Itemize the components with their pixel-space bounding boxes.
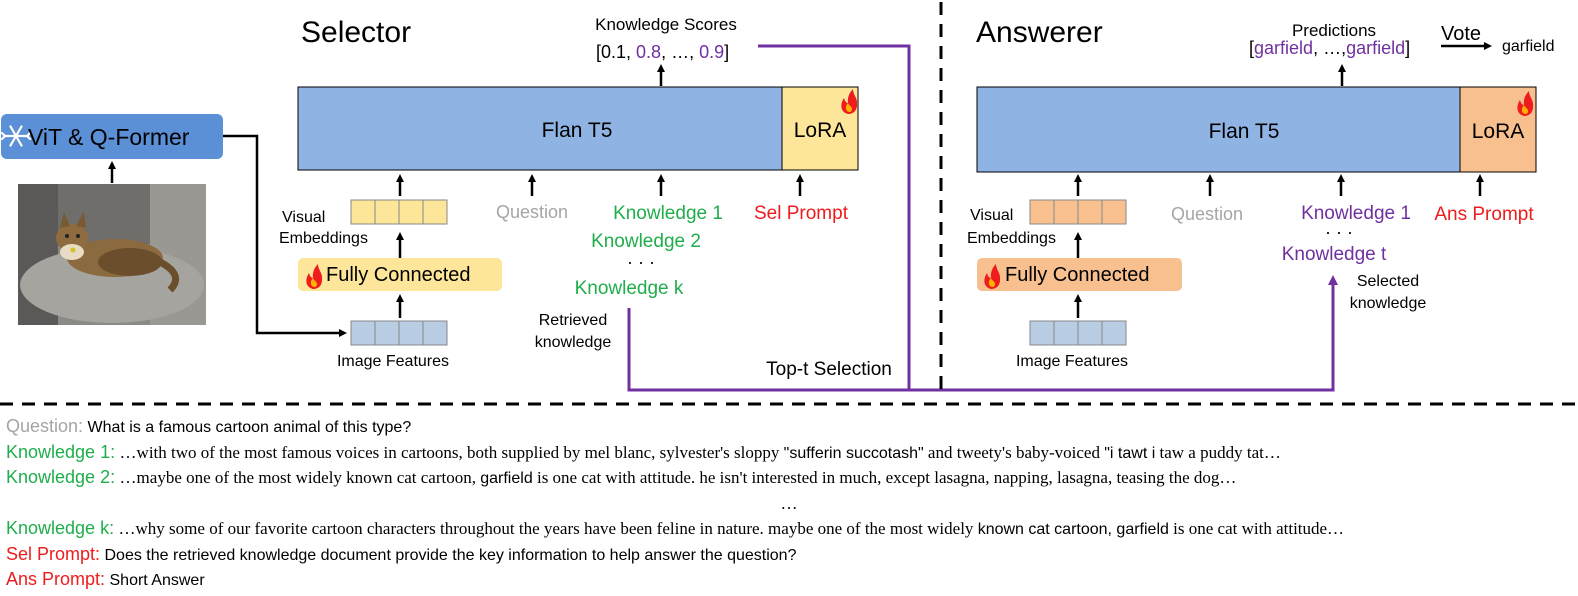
selector-knowledge-dots: · · · [627,252,655,272]
selector-knowledge-1: Knowledge 1 [613,203,723,224]
selected-knowledge-label-2: knowledge [1350,295,1427,312]
selector-visual-embeddings [350,199,448,225]
ans-prompt-label: Ans Prompt: [6,569,106,589]
predictions-list: [garfield, …,garfield] [1249,38,1410,58]
answerer-knowledge-1: Knowledge 1 [1301,203,1411,224]
answerer-fully-connected-label: Fully Connected [1005,264,1150,286]
answerer-lora-box [1459,86,1537,173]
answerer-knowledge-dots: · · · [1325,222,1353,242]
vote-label: Vote [1441,23,1481,45]
selector-fully-connected-label: Fully Connected [326,264,471,286]
example-question-row: Question: What is a famous cartoon anima… [6,414,1572,440]
example-text-panel: Question: What is a famous cartoon anima… [6,414,1572,593]
sel-prompt-label: Sel Prompt: [6,543,101,564]
vit-qformer-box [1,114,223,159]
vit-qformer-label: ViT & Q-Former [28,124,190,150]
retrieved-knowledge-label-1: Retrieved [539,312,607,329]
ellipsis-text: … [780,493,798,513]
ans-prompt-text: Short Answer [109,572,205,589]
answerer-ans-prompt: Ans Prompt [1434,204,1534,225]
knowledge-k-text-a: …why some of our favorite cartoon charac… [118,519,978,538]
retrieved-knowledge-label-2: knowledge [535,334,612,351]
answerer-flan-t5-label: Flan T5 [1209,120,1280,143]
selector-image-features [350,320,448,346]
knowledge-1-text-d: "i tawt i [1104,444,1156,462]
knowledge-1-label: Knowledge 1: [6,441,116,462]
flame-icon [841,89,858,114]
answerer-flan-t5-box [976,86,1461,173]
answerer-question-label: Question [1171,204,1243,224]
knowledge-scores: [0.1, 0.8, …, 0.9] [596,42,729,62]
example-knowledge-2-row: Knowledge 2: …maybe one of the most wide… [6,465,1572,491]
answerer-visual-label: Visual [970,207,1013,224]
answerer-image-features [1029,320,1127,346]
purple-selection-flow [627,275,1338,392]
cat-photo [18,184,206,325]
answerer-knowledge-t: Knowledge t [1282,244,1387,265]
knowledge-1-text-b: "sufferin succotash" [783,444,924,462]
vote-result: garfield [1502,38,1554,55]
selector-flan-t5-box [297,86,783,171]
answerer-fully-connected-box [977,258,1182,291]
answerer-lora-label: LoRA [1472,120,1525,143]
knowledge-1-text-a: …with two of the most famous voices in c… [119,442,784,462]
predictions-title: Predictions [1292,21,1376,40]
knowledge-k-text-b: known cat cartoon, garfield [977,521,1169,538]
example-knowledge-k-row: Knowledge k: …why some of our favorite c… [6,516,1572,542]
sel-prompt-text: Does the retrieved knowledge document pr… [104,546,797,564]
vit-qformer-block: ViT & Q-Former [0,114,223,159]
flame-icon [306,264,323,289]
knowledge-scores-title: Knowledge Scores [595,15,737,34]
example-knowledge-1-row: Knowledge 1: …with two of the most famou… [6,440,1572,466]
purple-scores-flow [758,44,911,390]
example-ans-prompt-row: Ans Prompt: Short Answer [6,567,1572,593]
selector-embeddings-label: Embeddings [279,230,368,247]
selector-lora-box [781,86,859,171]
snowflake-icon [0,125,32,147]
answerer-visual-embeddings [1029,199,1127,225]
knowledge-2-label: Knowledge 2: [6,467,116,487]
example-sel-prompt-row: Sel Prompt: Does the retrieved knowledge… [6,542,1572,568]
answerer-embeddings-label: Embeddings [967,230,1056,247]
selector-image-features-label: Image Features [337,353,449,370]
flame-icon [984,264,1001,289]
knowledge-k-label: Knowledge k: [6,518,115,538]
selected-knowledge-label-1: Selected [1357,273,1419,290]
connector-image-to-features [223,134,347,337]
top-t-selection-label: Top-t Selection [766,359,892,380]
answerer-image-features-label: Image Features [1016,353,1128,370]
selector-flan-t5-label: Flan T5 [542,119,613,142]
knowledge-k-text-c: is one cat with attitude… [1168,519,1345,538]
selector-question-label: Question [496,202,568,222]
question-text: What is a famous cartoon animal of this … [87,419,412,436]
knowledge-1-text-c: and tweety's baby-voiced [923,442,1105,462]
question-label: Question: [6,416,84,436]
selector-knowledge-k: Knowledge k [575,278,684,299]
flame-icon [1517,91,1534,116]
selector-sel-prompt: Sel Prompt [754,203,849,224]
knowledge-2-text-a: …maybe one of the most widely known cat … [119,468,481,487]
knowledge-1-text-e: taw a puddy tat… [1155,442,1281,462]
knowledge-2-text-c: is one cat with attitude. he isn't inter… [532,468,1237,487]
knowledge-2-text-b: garfield [480,470,533,487]
selector-visual-label: Visual [282,209,325,226]
selector-fully-connected-box [298,258,502,291]
example-ellipsis-row: … [6,491,1572,517]
selector-knowledge-2: Knowledge 2 [591,231,701,252]
answerer-title: Answerer [976,16,1103,49]
selector-lora-label: LoRA [794,119,847,142]
selector-title: Selector [301,16,411,49]
